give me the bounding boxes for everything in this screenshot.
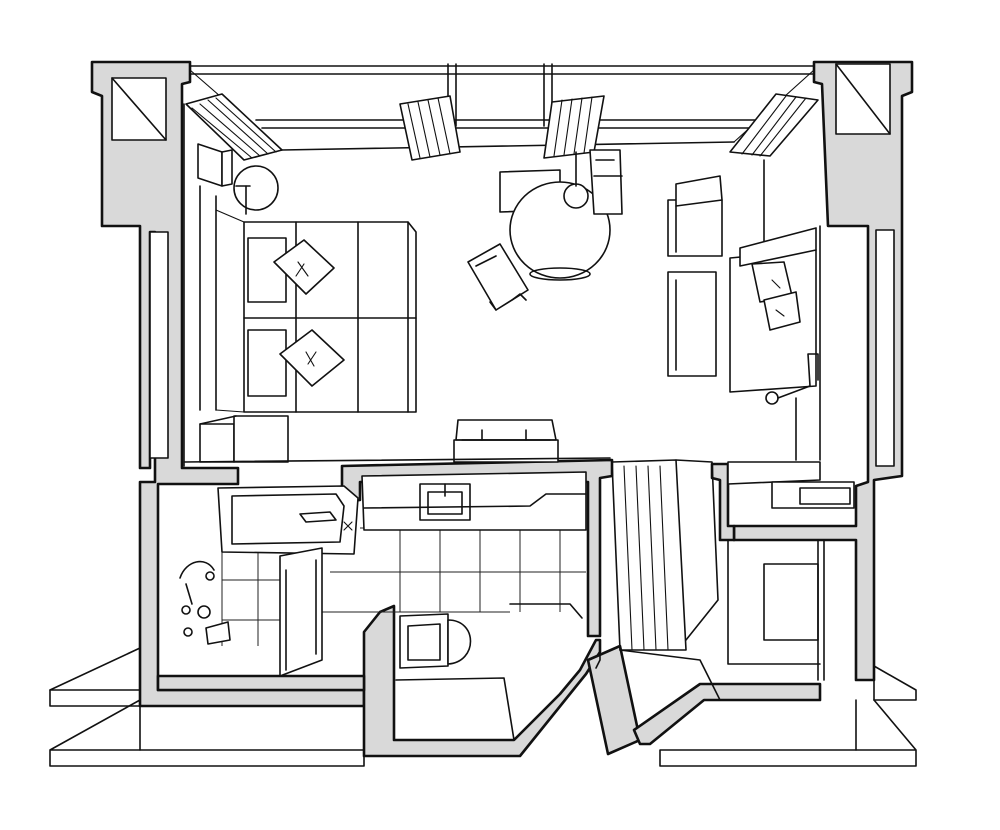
- vanity-counter: [453, 419, 559, 463]
- double-bed: [215, 209, 417, 413]
- side-ottoman: [667, 271, 717, 377]
- curtain-right: [729, 93, 819, 157]
- curtain-left: [185, 93, 283, 161]
- bath-sink: [361, 471, 587, 531]
- soap-dish: [205, 621, 231, 645]
- sofa-cushion-2: [763, 291, 801, 331]
- right-window-slot: [875, 229, 895, 467]
- chair-top: [589, 149, 623, 215]
- chair-left: [467, 243, 529, 311]
- bath-bottom-wall: [156, 674, 366, 692]
- round-table: [499, 151, 611, 281]
- curtain-center-right: [543, 95, 605, 159]
- armchair-right: [667, 175, 723, 257]
- luggage-rack: [763, 563, 819, 641]
- floor-lamp-left: [233, 165, 279, 215]
- bath-screen: [279, 547, 323, 677]
- nightstand: [197, 143, 233, 187]
- sofa: [729, 227, 819, 405]
- floor-slab: [49, 647, 917, 767]
- room-walls-interior: [183, 103, 821, 467]
- table-lamp: [563, 183, 589, 209]
- corridor-floor: [595, 459, 721, 701]
- curtain-center-left: [399, 95, 461, 161]
- shower-mixer: [179, 560, 231, 645]
- entry-door-slab: [586, 644, 642, 756]
- toilet-wall: [362, 604, 602, 758]
- window-track: [189, 63, 815, 151]
- curtains: [185, 93, 819, 161]
- room-floor-edge: [183, 457, 611, 463]
- toilet: [395, 603, 583, 741]
- corridor-wall: [632, 682, 822, 746]
- left-window-slot: [149, 231, 169, 459]
- cushion-1: [273, 239, 335, 295]
- floor-lamp-right: [765, 391, 779, 405]
- bedside-cabinet: [199, 415, 289, 463]
- pillow-back-2: [247, 329, 287, 397]
- bathtub: [217, 485, 359, 555]
- pillow-back-1: [247, 237, 287, 303]
- closet: [727, 461, 855, 681]
